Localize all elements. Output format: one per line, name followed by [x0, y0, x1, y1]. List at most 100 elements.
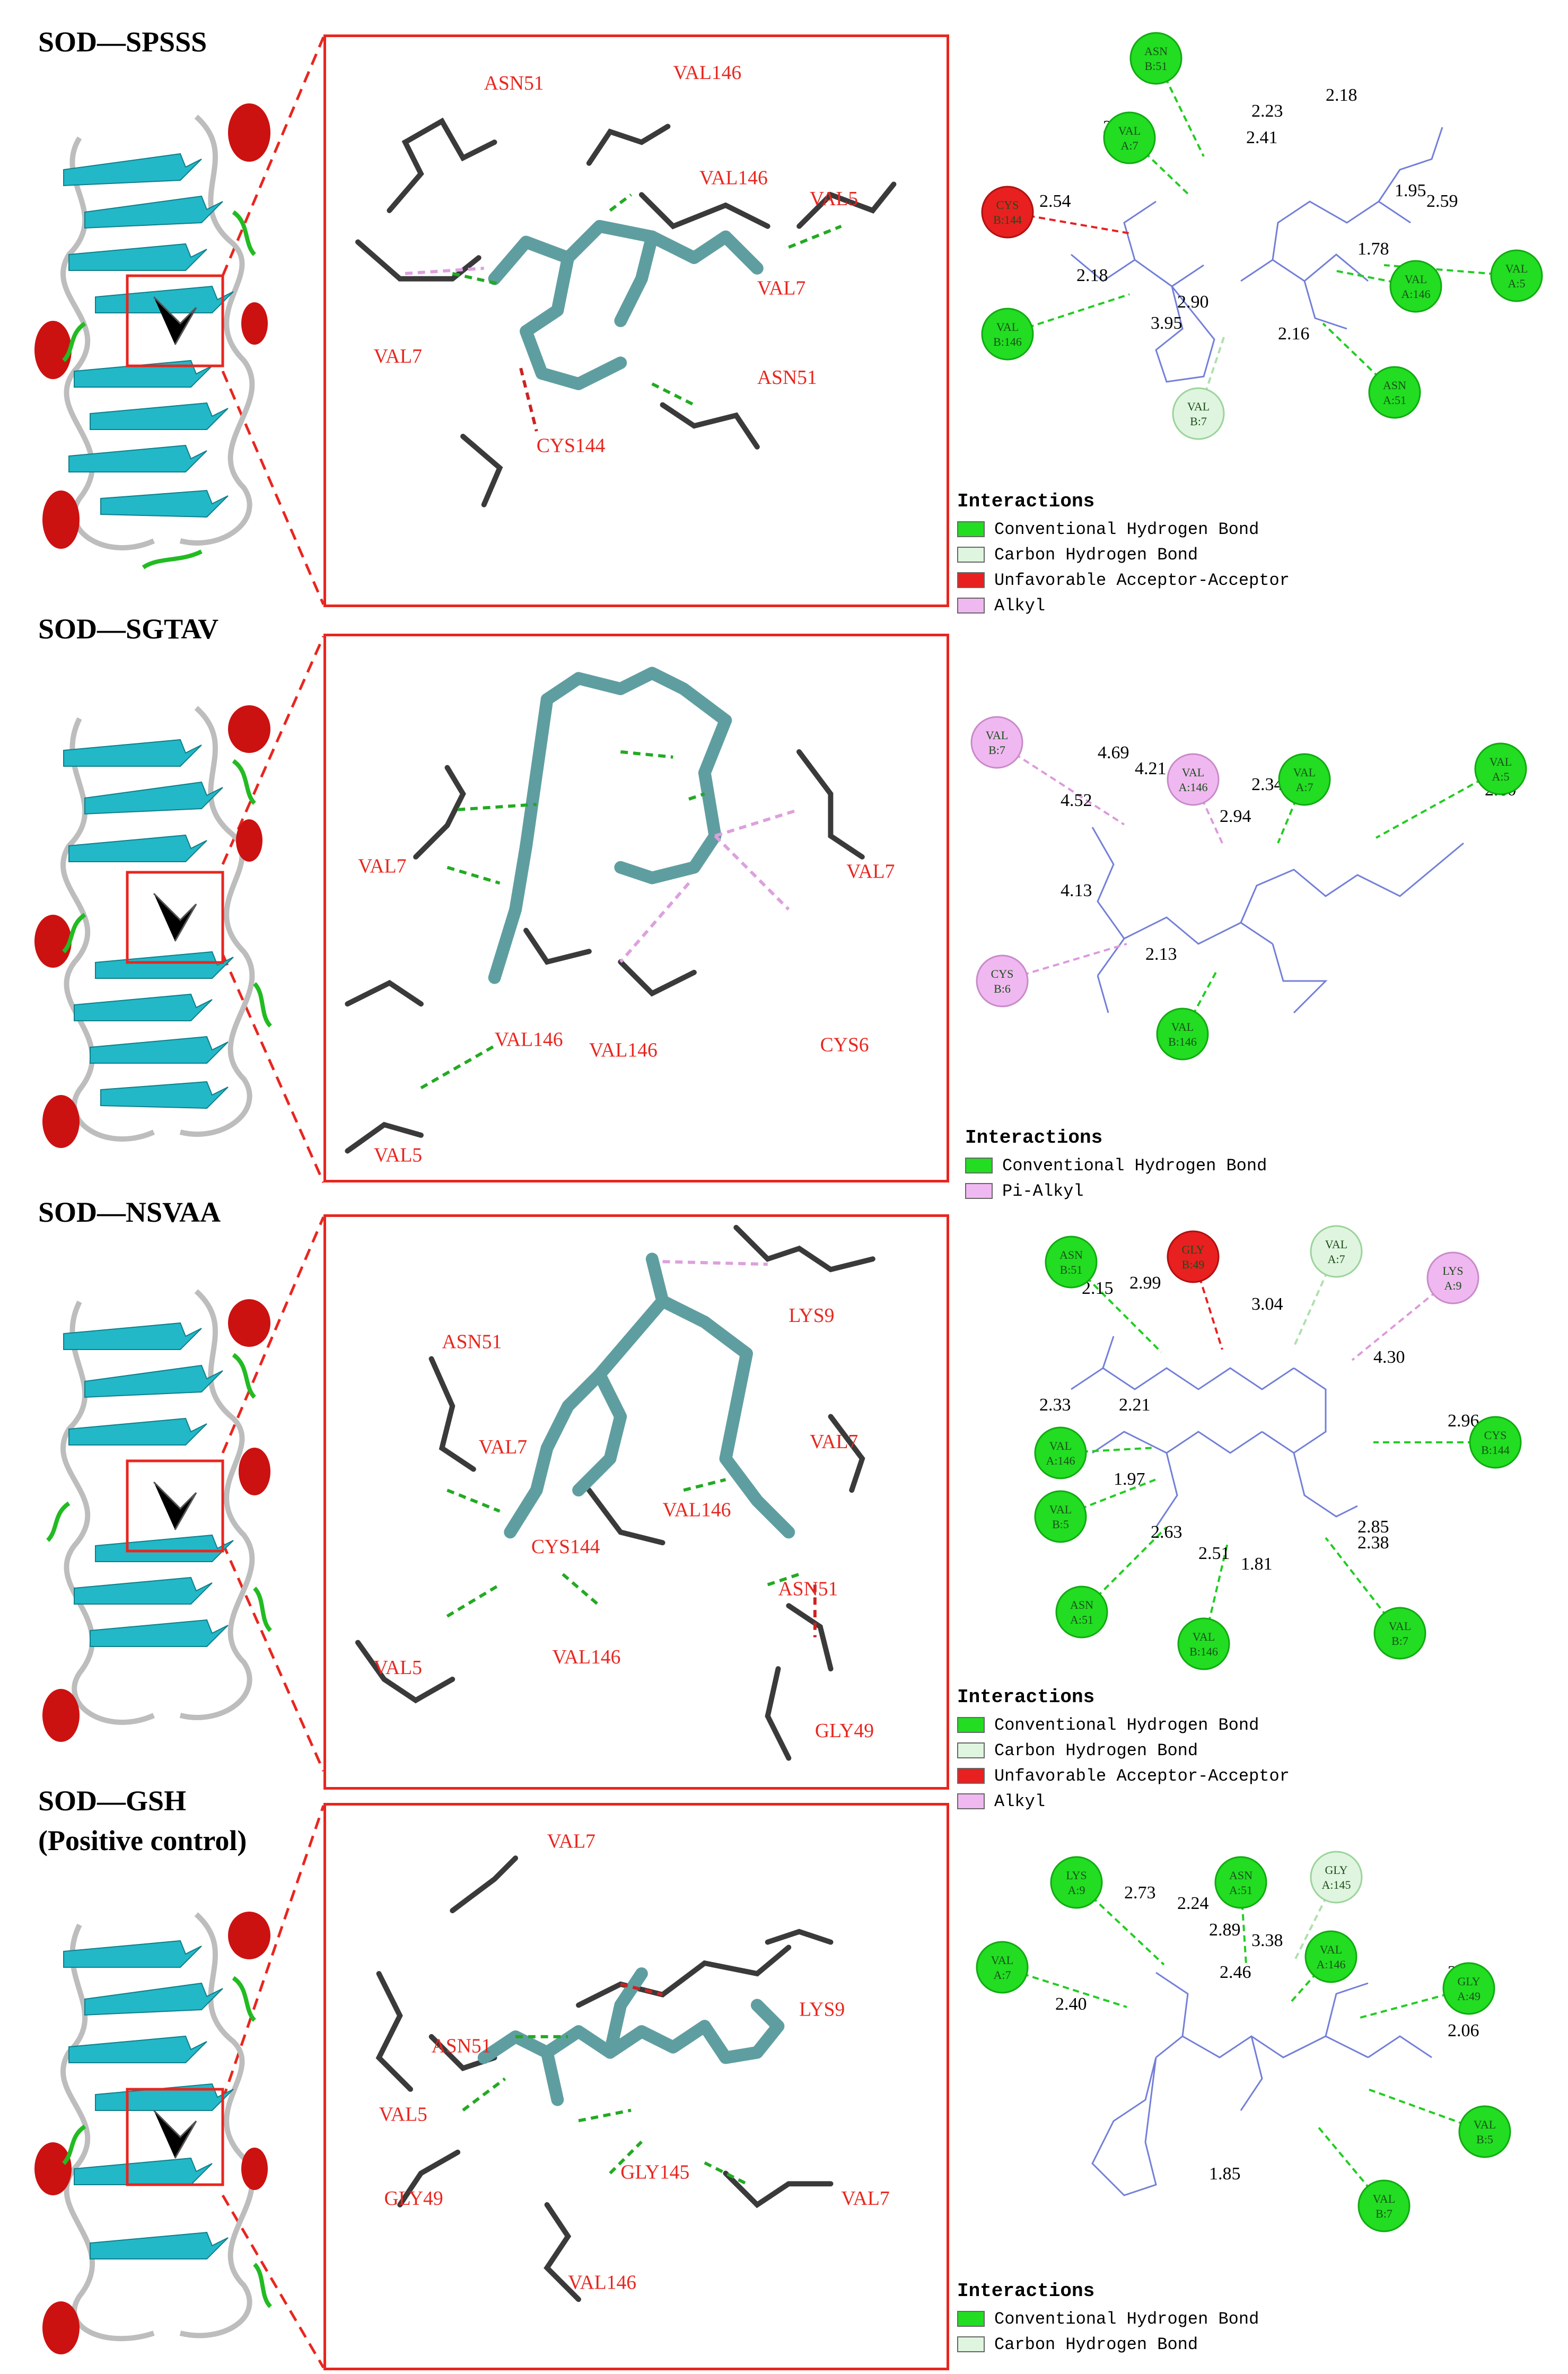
residue-node: VAL B:7 [1357, 2179, 1411, 2232]
residue-node: ASN A:51 [1055, 1585, 1108, 1639]
distance-label: 3.95 [1151, 313, 1182, 333]
svg-text:VAL: VAL [1118, 124, 1141, 137]
svg-text:B:146: B:146 [1189, 1645, 1218, 1658]
svg-text:ASN: ASN [1070, 1598, 1093, 1611]
svg-text:ASN: ASN [1383, 379, 1406, 392]
legend-swatch [957, 1742, 985, 1758]
residue-label: ASN51 [757, 366, 817, 389]
panel-title: SOD—GSH [38, 1785, 187, 1817]
residue-label: LYS9 [799, 1998, 845, 2020]
legend-swatch [957, 572, 985, 588]
interaction-line [1293, 1251, 1337, 1347]
distance-label: 2.41 [1246, 128, 1278, 147]
residue-label: GLY49 [815, 1720, 874, 1742]
svg-text:B:146: B:146 [993, 335, 1022, 348]
legend-title: Interactions [965, 1127, 1103, 1149]
svg-text:B:7: B:7 [1190, 415, 1207, 428]
residue-label: GLY49 [384, 2187, 443, 2210]
svg-text:VAL: VAL [1474, 2118, 1496, 2131]
svg-text:VAL: VAL [1373, 2192, 1395, 2205]
panel-title: SOD—SPSSS [38, 26, 207, 58]
svg-text:A:146: A:146 [1046, 1454, 1075, 1467]
panel-title: SOD—SGTAV [38, 613, 219, 645]
distance-label: 2.33 [1039, 1395, 1071, 1415]
svg-text:CYS: CYS [1484, 1429, 1507, 1442]
svg-text:A:49: A:49 [1457, 1990, 1481, 2003]
legend-swatch [957, 598, 985, 614]
svg-text:B:144: B:144 [993, 213, 1022, 226]
svg-text:A:146: A:146 [1401, 287, 1431, 301]
residue-label: VAL5 [374, 1657, 422, 1679]
residue-label: VAL7 [810, 1431, 858, 1453]
protein-ribbon-structure [21, 74, 297, 583]
distance-label: 1.85 [1209, 2164, 1241, 2184]
svg-text:VAL: VAL [1171, 1020, 1194, 1033]
legend-item: Conventional Hydrogen Bond [957, 1712, 1290, 1738]
residue-label: VAL7 [841, 2187, 889, 2210]
residue-label: VAL7 [374, 345, 422, 367]
distance-label: 4.52 [1061, 791, 1092, 810]
svg-text:VAL: VAL [1182, 766, 1204, 779]
residue-label: ASN51 [484, 72, 544, 94]
distance-label: 4.21 [1135, 759, 1167, 778]
legend-item: Alkyl [957, 593, 1290, 618]
distance-label: 2.63 [1151, 1522, 1182, 1542]
distance-label: 2.23 [1251, 101, 1283, 121]
distance-label: 2.13 [1145, 944, 1177, 964]
distance-label: 2.18 [1326, 85, 1357, 105]
distance-label: 2.24 [1177, 1894, 1209, 1913]
distance-label: 2.06 [1448, 2021, 1479, 2040]
svg-text:B:49: B:49 [1182, 1258, 1205, 1271]
svg-text:B:7: B:7 [1376, 2207, 1392, 2220]
svg-text:VAL: VAL [1325, 1238, 1347, 1251]
svg-text:A:9: A:9 [1068, 1884, 1085, 1897]
residue-label: ASN51 [432, 2035, 492, 2057]
svg-text:A:5: A:5 [1508, 277, 1526, 290]
svg-text:GLY: GLY [1457, 1975, 1480, 1988]
svg-text:ASN: ASN [1229, 1869, 1252, 1882]
svg-text:VAL: VAL [1320, 1943, 1342, 1956]
residue-label: CYS144 [537, 435, 606, 457]
residue-label: ASN51 [778, 1578, 838, 1600]
residue-label: VAL146 [552, 1646, 620, 1668]
svg-text:VAL: VAL [991, 1953, 1013, 1967]
panel-subtitle: (Positive control) [38, 1825, 247, 1856]
interaction-legend: Interactions Conventional Hydrogen Bond … [965, 1127, 1267, 1204]
legend-item: Alkyl [957, 1789, 1290, 1814]
distance-label: 2.46 [1220, 1963, 1251, 1982]
svg-text:LYS: LYS [1442, 1264, 1463, 1277]
residue-node: VAL A:5 [1490, 249, 1543, 302]
svg-text:VAL: VAL [1505, 262, 1528, 275]
distance-label: 2.54 [1039, 191, 1071, 211]
residue-label: VAL7 [358, 855, 406, 878]
interaction-legend: Interactions Conventional Hydrogen Bond … [957, 1686, 1290, 1814]
panel-title: SOD—NSVAA [38, 1196, 221, 1228]
svg-text:A:51: A:51 [1070, 1613, 1093, 1626]
distance-label: 4.30 [1373, 1347, 1405, 1367]
svg-text:A:7: A:7 [1296, 781, 1313, 794]
residue-node: GLY A:49 [1442, 1962, 1495, 2015]
residue-label: VAL5 [379, 2103, 427, 2125]
legend-item: Unfavorable Acceptor-Acceptor [957, 1763, 1290, 1789]
svg-text:B:146: B:146 [1168, 1035, 1197, 1048]
distance-label: 2.40 [1055, 1994, 1087, 2014]
legend-swatch [957, 547, 985, 563]
legend-item: Conventional Hydrogen Bond [957, 2306, 1259, 2332]
residue-label: VAL146 [673, 62, 741, 84]
